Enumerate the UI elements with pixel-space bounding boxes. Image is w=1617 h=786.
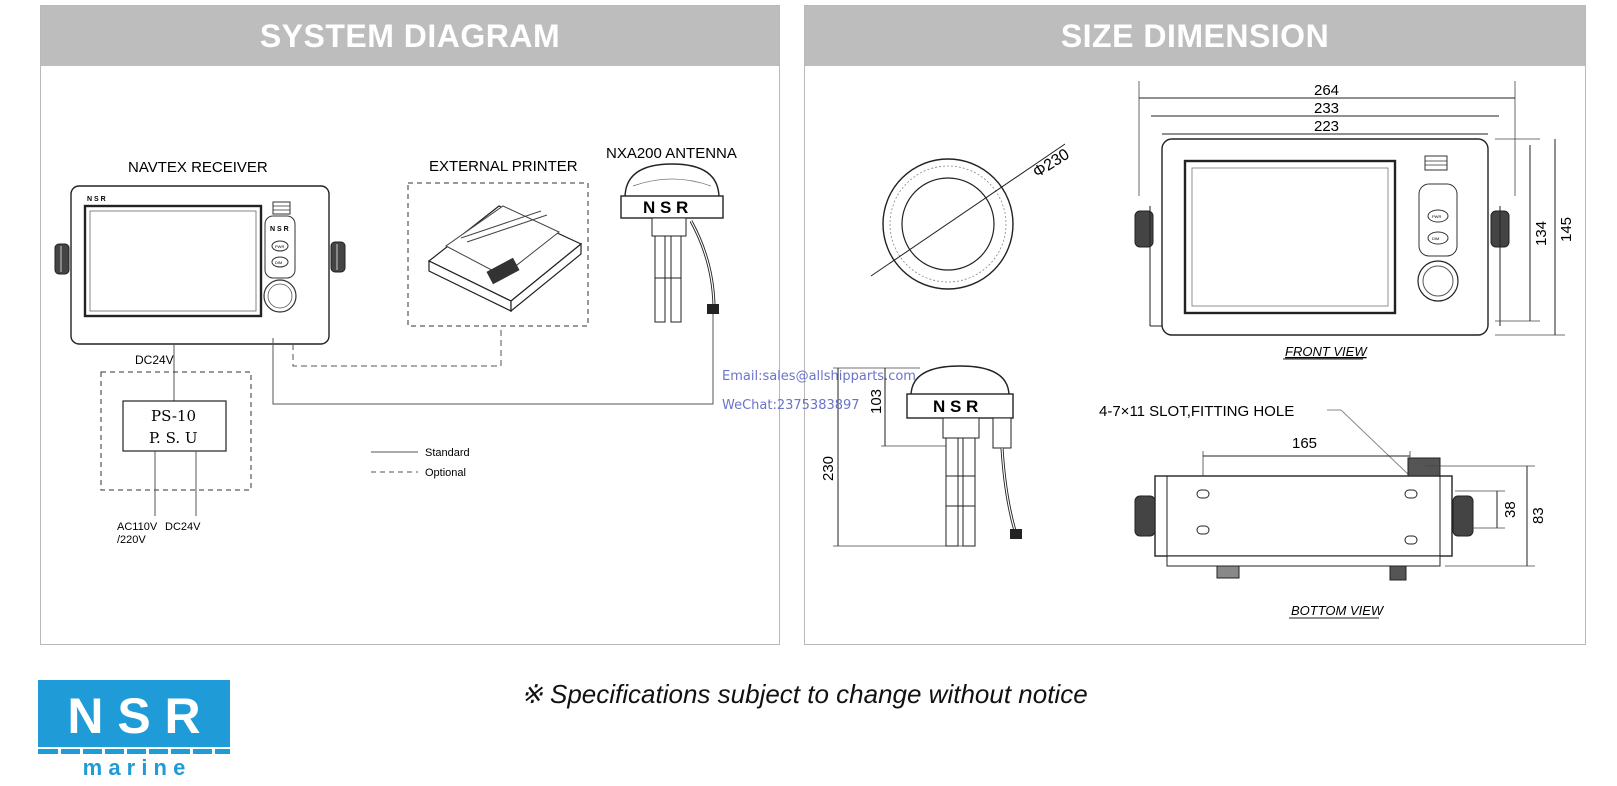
navtex-receiver-unit: N S R N S R PWR DIM: [54, 185, 346, 345]
bottom-view-drawing: 4-7×11 SLOT,FITTING HOLE 165: [1099, 403, 1547, 619]
front-view-label: FRONT VIEW: [1285, 344, 1368, 359]
psu-name: P. S. U: [149, 429, 198, 447]
legend-optional-label: Optional: [425, 467, 466, 479]
ac-voltage-label: AC110V: [117, 521, 158, 533]
dim-264-label: 264: [1314, 82, 1339, 99]
system-diagram-title: SYSTEM DIAGRAM: [41, 6, 779, 66]
legend-standard-label: Standard: [425, 447, 470, 459]
contact-wechat: WeChat:2375383897: [722, 398, 860, 413]
nsr-marine-logo: N S R m a r i n e: [38, 680, 230, 777]
pwr-button-label: PWR: [275, 244, 284, 249]
antenna-top-view: Φ230: [870, 143, 1073, 290]
dim-103-label: 103: [868, 389, 885, 414]
size-dimension-drawing: Φ230 264 233 223 PWR DIM: [820, 81, 1575, 619]
logo-letters: N S R: [67, 688, 200, 744]
dim-38-label: 38: [1502, 501, 1519, 518]
front-view-drawing: 264 233 223 PWR DIM: [1134, 81, 1575, 360]
navtex-brand-text: N S R: [87, 196, 106, 203]
dim-145-label: 145: [1558, 217, 1575, 242]
dim-83-label: 83: [1530, 507, 1547, 524]
slot-fitting-note: 4-7×11 SLOT,FITTING HOLE: [1099, 403, 1294, 420]
dim-233-label: 233: [1314, 100, 1339, 117]
specifications-note: ※ Specifications subject to change witho…: [521, 679, 1088, 709]
antenna-standard-line: [272, 314, 714, 405]
antenna-side-view: 230 103 N S R: [820, 365, 1022, 547]
system-diagram-panel: SYSTEM DIAGRAM NAVTEX RECEIVER N S R N S…: [40, 5, 780, 645]
size-dimension-panel: SIZE DIMENSION Φ230 264 233 223: [804, 5, 1586, 645]
dim-165-label: 165: [1292, 435, 1317, 452]
logo-word: m a r i n e: [83, 755, 186, 777]
external-printer-label: EXTERNAL PRINTER: [429, 158, 578, 175]
dim-134-label: 134: [1533, 221, 1550, 246]
contact-email: Email:sales@allshipparts.com: [722, 369, 916, 384]
navtex-panel-brand: N S R: [270, 226, 289, 233]
dim-button-label: DIM: [275, 260, 282, 265]
external-printer-device: [427, 205, 583, 313]
dim-223-label: 223: [1314, 118, 1339, 135]
front-dim-label: DIM: [1432, 236, 1439, 241]
size-dimension-title: SIZE DIMENSION: [805, 6, 1585, 66]
psu-unit: [122, 400, 227, 452]
bottom-view-label: BOTTOM VIEW: [1291, 603, 1385, 618]
side-antenna-brand: N S R: [933, 397, 978, 416]
dc-voltage-label: DC24V: [165, 521, 201, 533]
nxa200-antenna: N S R: [620, 163, 724, 323]
ac-voltage-label-2: /220V: [117, 534, 146, 546]
left-bracket-knob: [54, 243, 70, 275]
dc24v-top-label: DC24V: [135, 353, 174, 367]
optional-psu-box: [100, 371, 252, 491]
dim-230-label: 230: [820, 456, 837, 481]
antenna-brand-text: N S R: [643, 198, 688, 217]
navtex-receiver-label: NAVTEX RECEIVER: [128, 159, 268, 176]
printer-optional-line: [292, 326, 502, 367]
dim-button: [271, 256, 289, 268]
optional-printer-box: [407, 182, 589, 327]
pwr-button: [271, 240, 289, 252]
psu-model: PS-10: [151, 407, 196, 425]
right-bracket-knob: [330, 241, 346, 273]
system-diagram-drawing: NAVTEX RECEIVER N S R N S R PWR DIM EXTE…: [54, 145, 737, 546]
rotary-knob: [263, 279, 297, 313]
front-pwr-label: PWR: [1432, 214, 1441, 219]
diameter-label: Φ230: [1030, 146, 1073, 181]
antenna-label: NXA200 ANTENNA: [606, 145, 737, 162]
